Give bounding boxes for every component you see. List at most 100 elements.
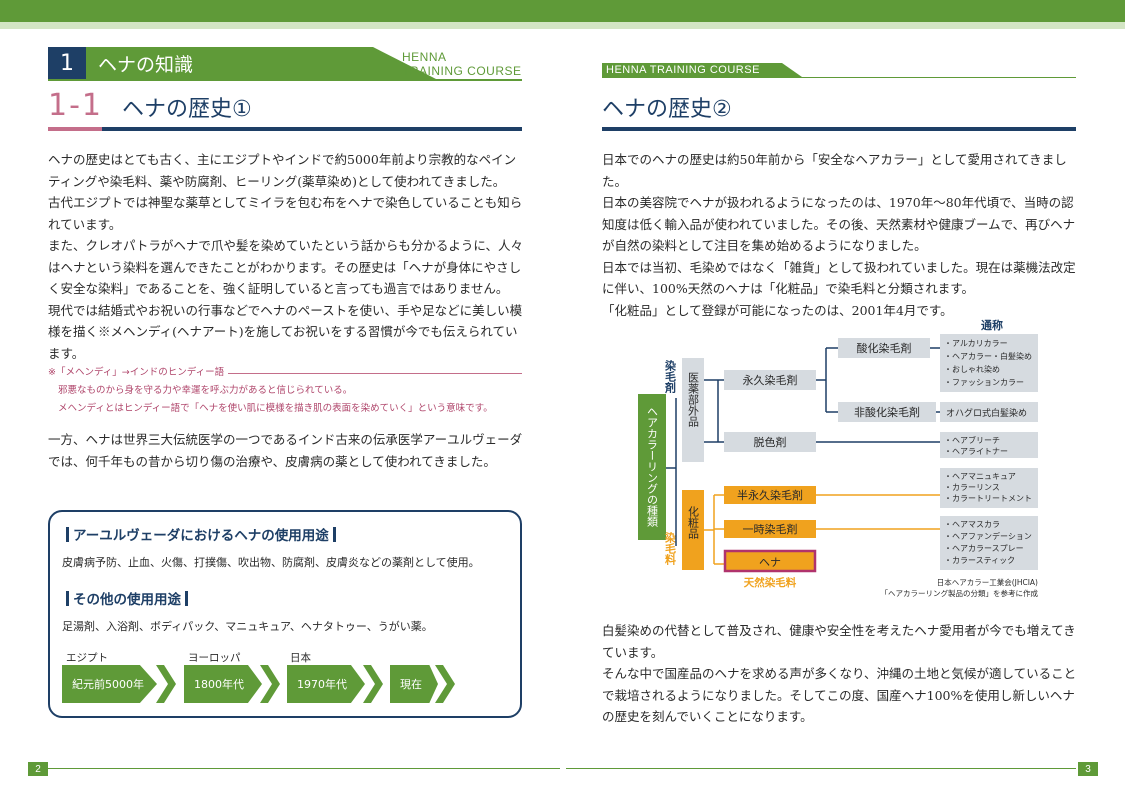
section-underline (48, 127, 522, 131)
timeline-step: 1800年代 (184, 665, 262, 703)
diagram-non-oxidative-box (838, 402, 936, 422)
diagram-bleach: 脱色剤 (754, 435, 787, 449)
diagram-item: ・ヘアブリーチ (944, 435, 1000, 445)
paragraph: 現代では結婚式やお祝いの行事などでヘナのペーストを使い、手や足などに美しい模様を… (48, 302, 523, 361)
course-logo-line2: TRAINING COURSE (402, 64, 522, 78)
diagram-bleach-box (724, 432, 816, 452)
timeline-step: 1970年代 (287, 665, 365, 703)
diagram-item: ・カラートリートメント (944, 494, 1032, 503)
diagram-item: ・ヘアマニュキュア (944, 472, 1016, 481)
section-title: ヘナの歴史① (122, 97, 252, 122)
usage-heading-other: その他の使用用途 (62, 588, 192, 608)
footnote-line: 邪悪なものから身を守る力や幸運を呼ぶ力があると信じられている。 (58, 385, 353, 396)
diagram-group2-sub: 化粧品 (687, 505, 700, 539)
diagram-group1-sub: 医薬部外品 (687, 372, 700, 427)
timeline-label: 日本 (290, 652, 311, 664)
course-logo-line1: HENNA (402, 50, 447, 64)
footnote-title: ※「メヘンディ」→インドのヒンディー語 (48, 367, 229, 378)
chapter-underline (48, 79, 522, 81)
diagram-item: ・ヘアライトナー (944, 447, 1008, 456)
right-body-text-2: 白髪染めの代替として普及され、健康や安全性を考えたヘナ愛用者が今でも増えてきてい… (602, 620, 1080, 728)
paragraph: ヘナの歴史はとても古く、主にエジプトやインドで約5000年前より宗教的なペインテ… (48, 152, 517, 189)
diagram-quasi-drug-box (682, 358, 704, 462)
diagram-non-oxidative: 非酸化染毛剤 (854, 405, 920, 419)
page-footer-rule (566, 768, 1076, 769)
diagram-oxidative-items-box (940, 334, 1038, 392)
diagram-oxidative: 酸化染毛剤 (857, 341, 912, 355)
diagram-permanent-box (724, 370, 816, 390)
paragraph: 日本でのヘナの歴史は約50年前から「安全なヘアカラー」として愛用されてきました。 (602, 152, 1067, 189)
diagram-common-name-header: 通称 (981, 318, 1003, 332)
right-body-text: 日本でのヘナの歴史は約50年前から「安全なヘアカラー」として愛用されてきました。… (602, 149, 1080, 321)
diagram-item: ・ヘアカラースプレー (944, 544, 1024, 553)
diagram-temporary-box (724, 520, 816, 538)
diagram-henna-box (723, 549, 817, 573)
section-number: 1-1 (48, 88, 103, 123)
diagram-group1-label: 染毛剤 (664, 359, 678, 394)
diagram-semi-permanent: 半永久染毛剤 (737, 488, 803, 502)
diagram-temporary: 一時染毛剤 (743, 522, 798, 536)
page-footer-rule (48, 768, 560, 769)
diagram-item: ・ファッションカラー (944, 378, 1024, 387)
diagram-natural-dye: 天然染毛料 (744, 576, 797, 589)
usage-text-other: 足湯剤、入浴剤、ボディパック、マニュキュア、ヘナタトゥー、うがい薬。 (62, 620, 433, 633)
paragraph: 白髪染めの代替として普及され、健康や安全性を考えたヘナ愛用者が今でも増えてきてい… (602, 623, 1076, 660)
diagram-item: ・ヘアファンデーション (944, 531, 1032, 541)
diagram-source: 日本ヘアカラー工業会(JHCIA) (937, 577, 1038, 587)
diagram-item: ・ヘアカラー・白髪染め (944, 351, 1032, 361)
paragraph: 古代エジプトでは神聖な薬草としてミイラを包む布をヘナで染色していることも知られて… (48, 195, 523, 232)
diagram-root-box (638, 394, 666, 540)
usage-heading-ayurveda: アーユルヴェーダにおけるヘナの使用用途 (62, 524, 340, 544)
chapter-banner (86, 47, 436, 79)
chapter-number: 1 (48, 47, 86, 79)
diagram-item: オハグロ式白髪染め (946, 407, 1027, 419)
diagram-item: ・カラースティック (944, 556, 1015, 565)
timeline-step: 現在 (390, 665, 438, 703)
footnote-rule (90, 373, 522, 374)
paragraph: 日本では当初、毛染めではなく「雑貨」として扱われていました。現在は薬機法改定に伴… (602, 259, 1076, 297)
course-logo-tab: HENNA TRAINING COURSE (602, 63, 802, 77)
paragraph: 一方、ヘナは世界三大伝統医学の一つであるインド古来の伝承医学アーユルヴェーダでは… (48, 432, 523, 469)
diagram-bleach-items-box (940, 432, 1038, 458)
section-underline-accent (48, 127, 102, 131)
course-tab-rule (602, 77, 1076, 78)
section-underline-right (602, 127, 1076, 131)
diagram-semi-items-box (940, 468, 1038, 508)
diagram-temporary-items-box (940, 516, 1038, 570)
diagram-group2-label: 染毛料 (664, 531, 677, 566)
diagram-item: ・アルカリカラー (944, 339, 1008, 348)
top-light-bar (0, 22, 1125, 29)
section-title-right: ヘナの歴史② (602, 97, 732, 122)
diagram-non-oxidative-items-box (940, 402, 1038, 422)
diagram-permanent: 永久染毛剤 (743, 373, 798, 387)
course-logo: HENNA TRAINING COURSE (402, 50, 522, 78)
hair-color-classification-diagram: ヘアカラーリングの種類 染毛剤 染毛料 医薬部外品 化粧品 永久染毛剤 脱色剤 … (638, 318, 1039, 598)
page-number-right: 3 (1078, 762, 1098, 776)
paragraph: 日本の美容院でヘナが扱われるようになったのは、1970年〜80年代頃で、当時の認… (602, 195, 1076, 253)
diagram-item: ・カラーリンス (944, 483, 1000, 492)
diagram-root-label: ヘアカラーリングの種類 (646, 406, 659, 528)
timeline-step: 紀元前5000年 (62, 665, 157, 703)
paragraph: そんな中で国産品のヘナを求める声が多くなり、沖縄の土地と気候が適していることで栽… (602, 666, 1077, 724)
left-body-text: ヘナの歴史はとても古く、主にエジプトやインドで約5000年前より宗教的なペインテ… (48, 149, 526, 364)
usage-text-ayurveda: 皮膚病予防、止血、火傷、打撲傷、吹出物、防腐剤、皮膚炎などの薬剤として使用。 (62, 556, 480, 569)
page-number-left: 2 (28, 762, 48, 776)
footnote: ※「メヘンディ」→インドのヒンディー語 邪悪なものから身を守る力や幸運を呼ぶ力が… (48, 364, 526, 418)
diagram-henna: ヘナ (759, 556, 781, 569)
chapter-title: ヘナの知識 (98, 54, 194, 76)
usage-heading-text: その他の使用用途 (73, 592, 181, 608)
footnote-line: メヘンディとはヒンディー語で「ヘナを使い肌に模様を描き肌の表面を染めていく」とい… (58, 403, 493, 414)
diagram-semi-permanent-box (724, 486, 816, 504)
diagram-source: 「ヘアカラーリング製品の分類」を参考に作成 (881, 588, 1039, 598)
diagram-oxidative-box (838, 338, 930, 358)
top-green-bar (0, 0, 1125, 22)
paragraph: また、クレオパトラがヘナで爪や髪を染めていたという話からも分かるように、人々はヘ… (48, 238, 524, 296)
timeline-label: ヨーロッパ (188, 652, 241, 664)
diagram-item: ・ヘアマスカラ (944, 520, 1000, 529)
timeline-label: エジプト (66, 652, 108, 664)
paragraph: 「化粧品」として登録が可能になったのは、2001年4月です。 (602, 302, 953, 318)
diagram-item: ・おしゃれ染め (944, 364, 1000, 374)
left-body-text-2: 一方、ヘナは世界三大伝統医学の一つであるインド古来の伝承医学アーユルヴェーダでは… (48, 429, 526, 472)
usage-heading-text: アーユルヴェーダにおけるヘナの使用用途 (73, 528, 329, 544)
usage-box (48, 510, 522, 718)
